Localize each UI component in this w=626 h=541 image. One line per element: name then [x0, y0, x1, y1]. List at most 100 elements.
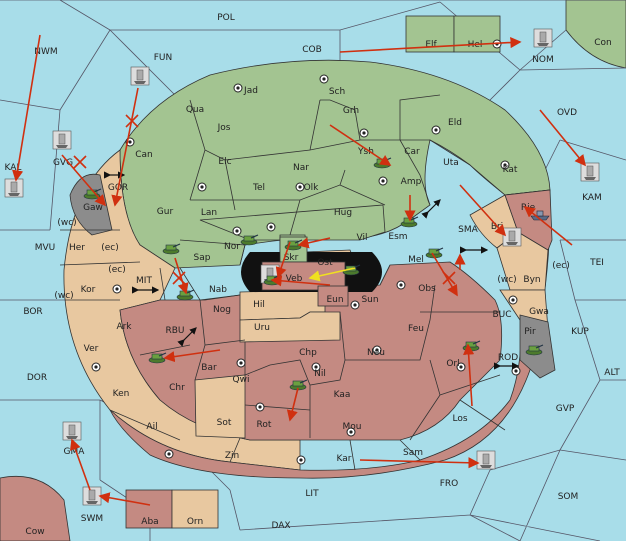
- label-uru: Uru: [254, 323, 270, 333]
- label-cow: Cow: [25, 527, 44, 537]
- order-arrows: [12, 34, 587, 506]
- label-can: Can: [135, 150, 153, 160]
- label-chp: Chp: [299, 348, 317, 358]
- label-sam: Sam: [403, 448, 423, 458]
- label-qua: Qua: [186, 105, 204, 115]
- label-elc: Elc: [218, 157, 231, 167]
- label-qwi: Qwi: [233, 375, 250, 385]
- label-veb: Veb: [286, 274, 303, 284]
- label-mvu: MVU: [35, 243, 56, 253]
- label-nor: Nor: [224, 242, 240, 252]
- label-gvg: GVG: [53, 158, 73, 168]
- label-con: Con: [594, 38, 612, 48]
- label-grh: Grh: [343, 106, 359, 116]
- label-car: Car: [404, 147, 420, 157]
- label-buc: BUC: [492, 310, 511, 320]
- label-nog: Nog: [213, 305, 231, 315]
- label-swm: SWM: [81, 514, 103, 524]
- label-tei: TEI: [589, 258, 604, 268]
- label-zin: Zin: [225, 451, 239, 461]
- supply-centers: [91, 39, 521, 465]
- label-dax: DAX: [271, 521, 290, 531]
- label-ail: Ail: [146, 422, 157, 432]
- label-obs: Obs: [418, 284, 436, 294]
- label-chr: Chr: [169, 383, 185, 393]
- label-ost: Ost: [317, 258, 333, 268]
- label-kup: KUP: [571, 327, 589, 337]
- label-alt: ALT: [604, 368, 620, 378]
- label-cob: COB: [302, 45, 322, 55]
- label-nar: Nar: [293, 163, 309, 173]
- label-som: SOM: [558, 492, 579, 502]
- region-aba[interactable]: [125, 489, 173, 529]
- passage-arrows: [104, 171, 520, 370]
- label-tel: Tel: [252, 183, 265, 193]
- label-rie: Rie: [521, 203, 536, 213]
- label-sch: Sch: [329, 87, 345, 97]
- region-orn[interactable]: [171, 489, 219, 529]
- label-rbu: RBU: [165, 326, 184, 336]
- coast-label-wc-2: (wc): [54, 291, 73, 301]
- label-mit: MIT: [136, 276, 152, 286]
- region-inner-green: [199, 204, 386, 241]
- label-ark: Ark: [116, 322, 132, 332]
- label-pir: Pir: [524, 327, 536, 337]
- region-sot[interactable]: [194, 374, 246, 439]
- label-lit: LIT: [305, 489, 319, 499]
- label-nab: Nab: [209, 285, 227, 295]
- label-pol: POL: [217, 13, 235, 23]
- label-rot: Rot: [257, 420, 272, 430]
- label-eld: Eld: [448, 118, 462, 128]
- label-gur: Gur: [157, 207, 174, 217]
- label-nom: NOM: [532, 55, 554, 65]
- region-eun[interactable]: [317, 285, 349, 307]
- label-byn: Byn: [523, 275, 540, 285]
- coast-label-ec-1: (ec): [101, 243, 119, 253]
- label-eun: Eun: [326, 295, 343, 305]
- label-sot: Sot: [217, 418, 232, 428]
- region-cow[interactable]: [0, 475, 71, 541]
- label-vil: Vil: [357, 233, 368, 243]
- label-aba: Aba: [141, 517, 158, 527]
- label-esm: Esm: [388, 232, 407, 242]
- label-hil: Hil: [253, 300, 265, 310]
- label-ysh: Ysh: [357, 147, 374, 157]
- failed-order-marks: [73, 114, 456, 285]
- label-nil: Nil: [314, 369, 326, 379]
- region-labels: POL NWM FUN COB NOM Con Elf Hel OVD KAL …: [5, 13, 621, 537]
- coast-label-wc-3: (wc): [497, 275, 516, 285]
- label-gaw: Gaw: [83, 203, 103, 213]
- label-sma: SMA: [458, 225, 478, 235]
- label-sun: Sun: [361, 295, 378, 305]
- label-orl: Orl: [446, 359, 459, 369]
- label-jos: Jos: [217, 123, 231, 133]
- label-rod: ROD: [498, 353, 518, 363]
- label-lan: Lan: [201, 208, 217, 218]
- label-bor: BOR: [23, 307, 42, 317]
- label-jad: Jad: [243, 86, 258, 96]
- label-ken: Ken: [113, 389, 130, 399]
- province-borders: [59, 94, 506, 471]
- label-neu: Neu: [367, 348, 385, 358]
- label-sap: Sap: [194, 253, 211, 263]
- label-bar: Bar: [201, 363, 217, 373]
- coast-label-ec-3: (ec): [552, 261, 570, 271]
- region-rie[interactable]: [504, 189, 553, 251]
- region-southern-lower: [109, 189, 551, 479]
- label-gma: GMA: [64, 447, 86, 457]
- label-kal: KAL: [5, 163, 22, 173]
- label-kaa: Kaa: [334, 390, 351, 400]
- label-hug: Hug: [334, 208, 352, 218]
- label-mou: Mou: [343, 422, 362, 432]
- label-fun: FUN: [154, 53, 173, 63]
- label-fro: FRO: [440, 479, 459, 489]
- label-kat: Kat: [503, 165, 518, 175]
- label-ver: Ver: [84, 344, 99, 354]
- label-kor: Kor: [81, 285, 96, 295]
- coast-label-wc-1: (wc): [57, 218, 76, 228]
- label-kam: KAM: [582, 193, 602, 203]
- label-gwa: Gwa: [529, 307, 549, 317]
- label-olk: Olk: [304, 183, 320, 193]
- label-her: Her: [69, 243, 85, 253]
